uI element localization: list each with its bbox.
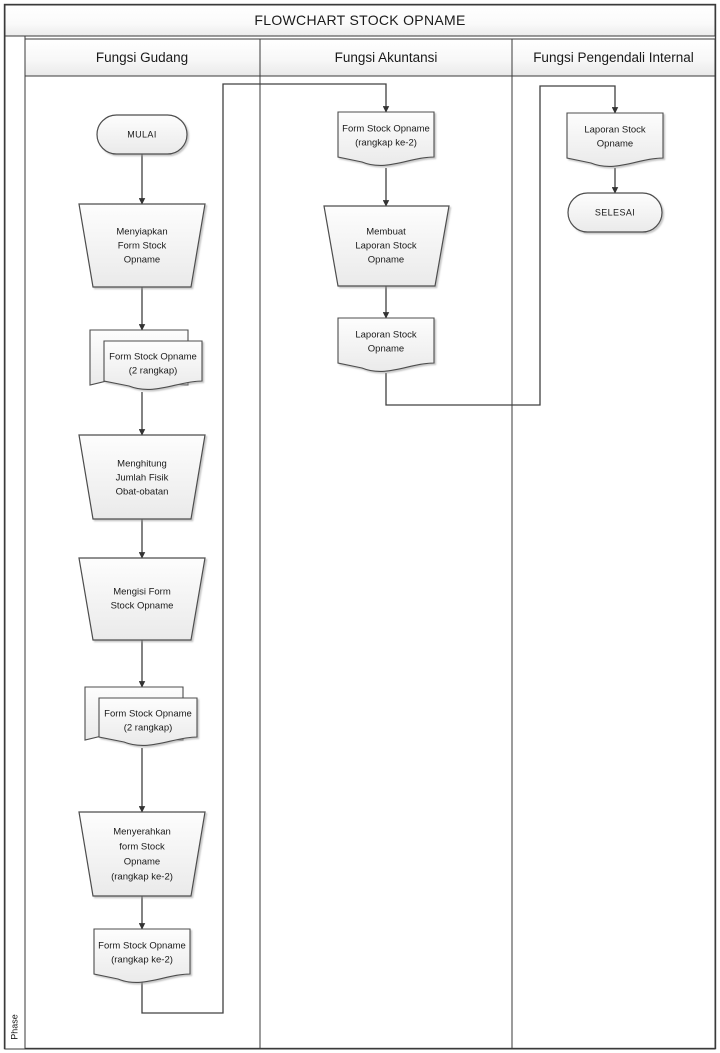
node-menyerahkan-form-line4: (rangkap ke-2) (111, 872, 173, 883)
node-menyerahkan-form[interactable]: Menyerahkan form Stock Opname (rangkap k… (78, 811, 206, 897)
connector-layer (138, 83, 619, 1014)
node-selesai[interactable]: SELESAI (567, 192, 663, 233)
node-form-stock-opname-2rangkap-b-line1: Form Stock Opname (104, 709, 192, 720)
node-menghitung-jumlah-fisik[interactable]: Menghitung Jumlah Fisik Obat-obatan (78, 434, 206, 520)
node-laporan-stock-opname-akuntansi[interactable]: Laporan Stock Opname (337, 317, 435, 372)
node-mengisi-form-stock-opname-line1: Mengisi Form (113, 587, 171, 598)
lane-header-label-akuntansi: Fungsi Akuntansi (335, 50, 438, 65)
lane-header-gudang (24, 38, 261, 77)
node-membuat-laporan-line3: Opname (368, 255, 404, 266)
node-form-stock-opname-2rangkap-a[interactable]: Form Stock Opname (2 rangkap) (89, 329, 203, 390)
node-form-stock-opname-rangkap2-gudang-line2: (rangkap ke-2) (111, 955, 173, 966)
node-form-stock-opname-rangkap2-akuntansi-line2: (rangkap ke-2) (355, 138, 417, 149)
node-menyiapkan-form-line2: Form Stock (118, 241, 167, 252)
node-form-stock-opname-rangkap2-gudang-line1: Form Stock Opname (98, 941, 186, 952)
node-menyerahkan-form-line2: form Stock (119, 842, 165, 853)
node-membuat-laporan-line2: Laporan Stock (355, 241, 417, 252)
node-menyiapkan-form-line1: Menyiapkan (116, 227, 167, 238)
lane-header-label-gudang: Fungsi Gudang (96, 50, 188, 65)
diagram-title: FLOWCHART STOCK OPNAME (254, 12, 465, 28)
node-laporan-stock-opname-pengendali-line1: Laporan Stock (584, 125, 646, 136)
node-menyiapkan-form[interactable]: Menyiapkan Form Stock Opname (78, 203, 206, 288)
node-form-stock-opname-2rangkap-b[interactable]: Form Stock Opname (2 rangkap) (84, 686, 198, 746)
node-mulai[interactable]: MULAI (96, 114, 188, 155)
node-menyerahkan-form-line1: Menyerahkan (113, 827, 171, 838)
node-form-stock-opname-rangkap2-gudang[interactable]: Form Stock Opname (rangkap ke-2) (93, 928, 191, 983)
node-menyiapkan-form-line3: Opname (124, 255, 160, 266)
node-membuat-laporan-line1: Membuat (366, 227, 406, 238)
lane-header-akuntansi (259, 38, 513, 77)
node-menghitung-jumlah-fisik-line3: Obat-obatan (116, 487, 169, 498)
node-laporan-stock-opname-akuntansi-line2: Opname (368, 344, 404, 355)
node-selesai-label: SELESAI (595, 207, 635, 217)
node-menghitung-jumlah-fisik-line2: Jumlah Fisik (116, 473, 169, 484)
node-form-stock-opname-2rangkap-b-line2: (2 rangkap) (124, 723, 173, 734)
node-menghitung-jumlah-fisik-line1: Menghitung (117, 459, 167, 470)
node-form-stock-opname-rangkap2-akuntansi-line1: Form Stock Opname (342, 124, 430, 135)
node-mulai-label: MULAI (127, 129, 157, 139)
node-form-stock-opname-2rangkap-a-line2: (2 rangkap) (129, 366, 178, 377)
phase-label: Phase (9, 1014, 19, 1040)
node-membuat-laporan-stock-opname[interactable]: Membuat Laporan Stock Opname (323, 205, 450, 287)
node-form-stock-opname-rangkap2-akuntansi[interactable]: Form Stock Opname (rangkap ke-2) (337, 111, 435, 166)
node-mengisi-form-stock-opname-line2: Stock Opname (111, 601, 174, 612)
lane-dividers (24, 75, 716, 1050)
node-form-stock-opname-2rangkap-a-line1: Form Stock Opname (109, 352, 197, 363)
connector-n8-n9 (141, 83, 390, 1014)
node-laporan-stock-opname-pengendali-line2: Opname (597, 139, 633, 150)
node-mengisi-form-stock-opname[interactable]: Mengisi Form Stock Opname (78, 557, 206, 641)
connector-n11-n12 (385, 85, 619, 406)
lane-header-label-pengendali: Fungsi Pengendali Internal (533, 50, 694, 65)
phase-band (4, 35, 26, 1050)
node-laporan-stock-opname-akuntansi-line1: Laporan Stock (355, 330, 417, 341)
node-menyerahkan-form-line3: Opname (124, 857, 160, 868)
node-laporan-stock-opname-pengendali[interactable]: Laporan Stock Opname (566, 112, 664, 167)
